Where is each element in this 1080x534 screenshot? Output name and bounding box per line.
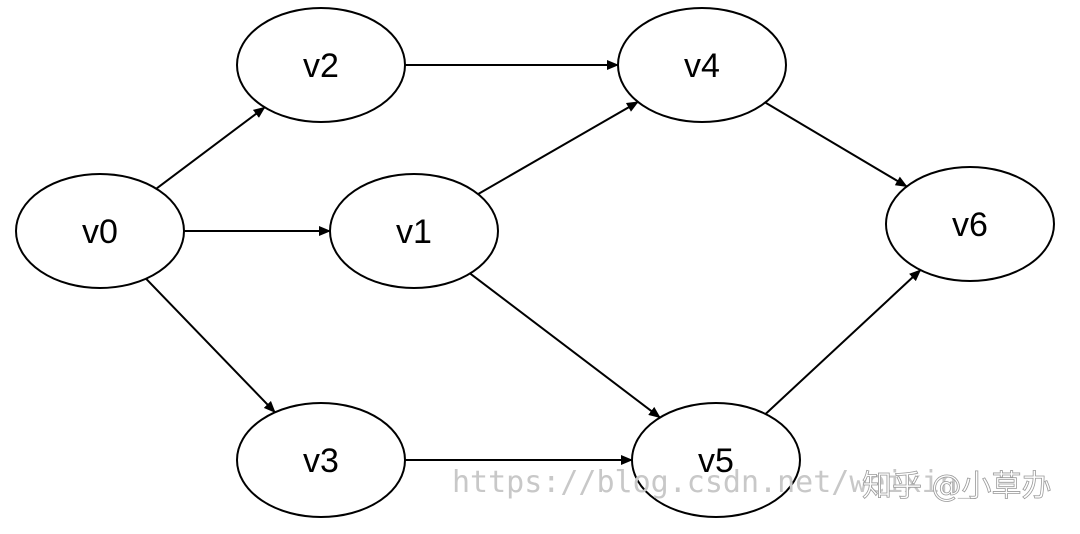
node-v2-shape	[236, 7, 406, 123]
node-v3-label: v3	[303, 442, 339, 480]
node-v6-label: v6	[952, 206, 988, 244]
edges-group	[145, 60, 922, 465]
edge-v0-v3	[145, 277, 276, 414]
edge-v4-v6	[764, 101, 908, 188]
edge-v5-v6	[764, 269, 922, 415]
node-v4-label: v4	[684, 47, 720, 85]
node-v5: v5	[631, 402, 801, 518]
watermark-url: https://blog.csdn.net/weixin_	[452, 465, 977, 500]
node-v4: v4	[617, 7, 787, 123]
watermark: https://blog.csdn.net/weixin_ 知乎 @小草办	[452, 465, 1052, 504]
node-v0-shape	[15, 173, 185, 289]
node-v6: v6	[885, 166, 1055, 282]
node-v1-shape	[329, 173, 499, 289]
node-v6-shape	[885, 166, 1055, 282]
node-v2: v2	[236, 7, 406, 123]
watermark-author: 知乎 @小草办	[862, 469, 1052, 504]
node-v5-shape	[631, 402, 801, 518]
node-v4-shape	[617, 7, 787, 123]
node-v1: v1	[329, 173, 499, 289]
node-v3-shape	[236, 402, 406, 518]
node-v2-label: v2	[303, 47, 339, 85]
node-v0: v0	[15, 173, 185, 289]
node-v5-label: v5	[698, 442, 734, 480]
node-v0-label: v0	[82, 213, 118, 251]
nodes-group: v0 v1 v2 v3 v4 v5 v6	[15, 7, 1055, 518]
edge-v1-v4	[477, 101, 639, 195]
node-v3: v3	[236, 402, 406, 518]
edge-v0-v2	[155, 106, 266, 190]
edge-v1-v5	[469, 272, 661, 419]
node-v1-label: v1	[396, 213, 432, 251]
